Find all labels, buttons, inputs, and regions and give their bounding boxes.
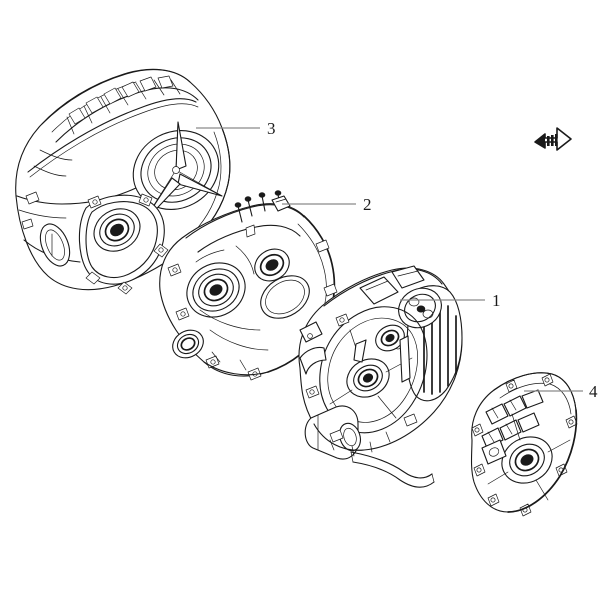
balancer-bore <box>375 324 405 352</box>
callout-number-2[interactable]: 2 <box>363 195 372 214</box>
part-4-gearbox-cover <box>470 372 578 517</box>
callout-number-3[interactable]: 3 <box>267 119 276 138</box>
cvt-pulley-housing <box>132 121 223 225</box>
arrow-side-face <box>535 134 545 148</box>
cvt-cover-bearing-boss <box>78 193 169 295</box>
part-1-right-crankcase <box>298 265 463 488</box>
crankcase-studs <box>234 190 282 238</box>
arrow-fin-3 <box>555 134 558 146</box>
breather-hose <box>350 451 435 488</box>
main-bearing-housing <box>186 262 246 318</box>
arrow-fin-1 <box>547 136 550 146</box>
callout-number-1[interactable]: 1 <box>492 291 501 310</box>
direction-arrow-icon <box>531 120 575 164</box>
part-3-cvt-cover <box>15 68 231 295</box>
output-shaft-seal <box>172 329 204 359</box>
callout-number-4[interactable]: 4 <box>589 382 598 401</box>
arrow-fin-2 <box>551 135 554 146</box>
countershaft-bore <box>254 248 290 282</box>
callout-leader-lines <box>196 127 583 392</box>
cam-cover-boss <box>398 287 442 329</box>
gearbox-output-bearing <box>487 413 571 501</box>
